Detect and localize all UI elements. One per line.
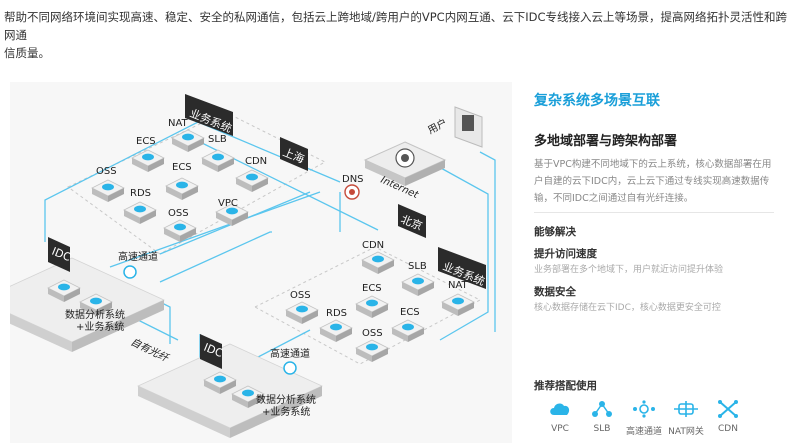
node-label: ECS — [172, 162, 192, 173]
svg-text:用户: 用户 — [425, 116, 449, 137]
cdn-icon — [718, 400, 738, 418]
recommend-heading: 推荐搭配使用 — [534, 380, 597, 392]
node-label: OSS — [362, 328, 383, 339]
product-slb[interactable]: SLB — [580, 400, 624, 434]
scenario-panel: 复杂系统多场景互联 多地域部署与跨架构部署 基于VPC构建不同地域下的云上系统，… — [522, 82, 782, 443]
benefit-1-title: 提升访问速度 — [534, 248, 597, 260]
product-express-connect[interactable]: 高速通道 — [622, 400, 666, 437]
dns-label: DNS — [342, 174, 364, 185]
idc1-system-1: 数据分析系统 — [65, 308, 125, 321]
idc2-channel: 高速通道 — [270, 347, 310, 360]
right-nodes: CDN SLB NAT OSS ECS RDS ECS OSS — [285, 240, 475, 363]
left-city-tag: 上海 — [280, 137, 308, 171]
node-label: RDS — [130, 188, 151, 199]
node-label: SLB — [408, 261, 427, 272]
network-hub-icon — [633, 400, 655, 418]
cloud-icon — [550, 403, 570, 415]
product-cdn[interactable]: CDN — [706, 400, 750, 434]
node-label: ECS — [136, 136, 156, 147]
panel-title: 复杂系统多场景互联 — [534, 93, 660, 109]
benefit-1-desc: 业务部署在多个地域下，用户就近访问提升体验 — [534, 265, 724, 275]
benefit-2-desc: 核心数据存储在云下IDC，核心数据更安全可控 — [534, 303, 721, 313]
product-nat-gateway[interactable]: NAT网关 — [664, 400, 708, 437]
panel-description: 基于VPC构建不同地域下的云上系统，核心数据部署在用 户自建的云下IDC内，云上… — [534, 159, 772, 204]
fiber-label: 自有光纤 — [129, 336, 172, 365]
idc-1: IDC 高速通道 数据分析系统 +业务系统 — [10, 237, 165, 353]
divider — [534, 212, 774, 213]
intro-text: 帮助不同网络环境间实现高速、稳定、安全的私网通信，包括云上跨地域/跨用户的VPC… — [4, 8, 787, 62]
gateway-icon — [674, 401, 698, 417]
product-list: VPC SLB 高速通道 NAT网关 — [538, 400, 778, 440]
panel-subtitle: 多地域部署与跨架构部署 — [534, 134, 678, 149]
intro-line-2: 信质量。 — [4, 46, 50, 60]
node-label: RDS — [326, 308, 347, 319]
node-label: CDN — [362, 240, 384, 251]
node-label: ECS — [362, 283, 382, 294]
idc2-system-1: 数据分析系统 — [256, 393, 316, 406]
right-city-tag: 北京 — [398, 204, 426, 238]
node-label: NAT — [448, 280, 469, 291]
node-label: OSS — [96, 166, 117, 177]
node-label: NAT — [168, 118, 189, 129]
node-label: VPC — [218, 198, 238, 209]
idc1-system-2: +业务系统 — [76, 320, 124, 333]
benefit-2-title: 数据安全 — [534, 286, 576, 298]
internet-cloud: Internet DNS — [342, 141, 447, 201]
idc2-system-2: +业务系统 — [262, 405, 310, 418]
solves-heading: 能够解决 — [534, 226, 576, 238]
product-vpc[interactable]: VPC — [538, 400, 582, 434]
node-label: OSS — [168, 208, 189, 219]
left-system-tag: 业务系统 — [185, 94, 234, 136]
node-label: SLB — [208, 134, 227, 145]
network-diagram: 业务系统 上海 NAT ECS SLB OSS ECS CDN RDS OSS … — [10, 82, 512, 443]
load-balancer-icon — [592, 401, 612, 417]
idc-2: IDC 高速通道 数据分析系统 +业务系统 — [137, 334, 323, 439]
intro-line-1: 帮助不同网络环境间实现高速、稳定、安全的私网通信，包括云上跨地域/跨用户的VPC… — [4, 10, 787, 42]
node-label: OSS — [290, 290, 311, 301]
node-label: CDN — [245, 156, 267, 167]
user-icon: 用户 — [425, 106, 483, 148]
node-label: ECS — [400, 307, 420, 318]
idc1-channel: 高速通道 — [118, 250, 158, 263]
left-nodes: NAT ECS SLB OSS ECS CDN RDS OSS VPC — [91, 118, 269, 243]
